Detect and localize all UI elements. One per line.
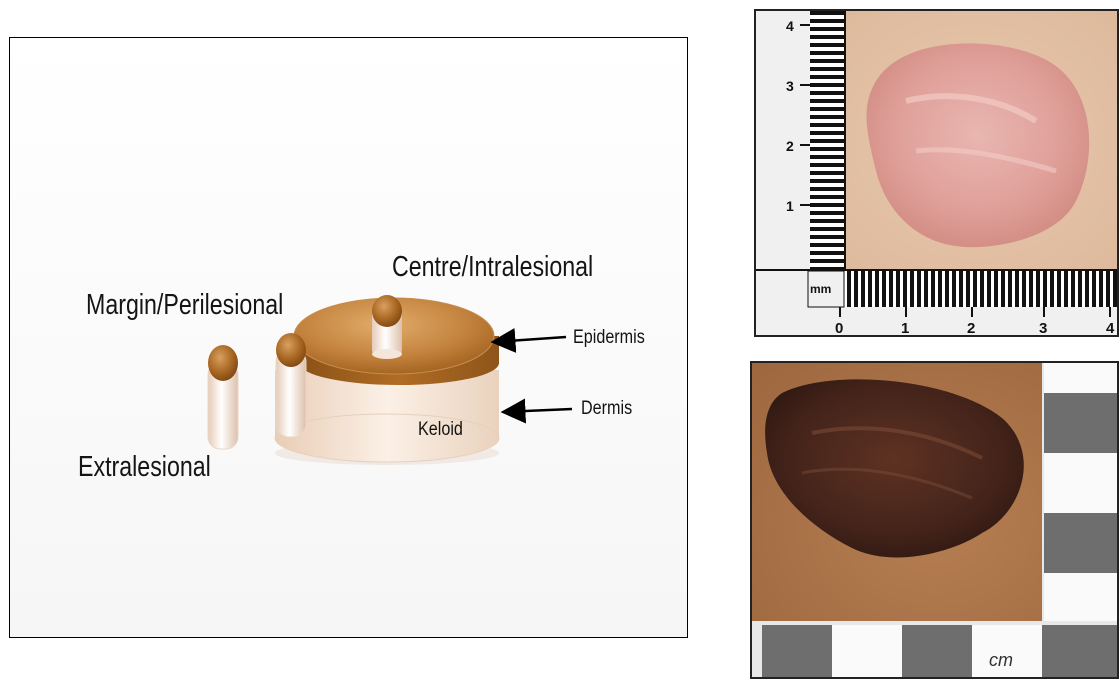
epidermis-arrow: [493, 337, 566, 342]
h-tick-4: 4: [1106, 320, 1115, 337]
keloid-photo-bottom: cm: [750, 361, 1119, 679]
horizontal-ruler: mm 0 1 2 3 4: [756, 269, 1119, 337]
ruler-unit-mm: mm: [810, 282, 831, 296]
v-tick-1: 1: [786, 198, 794, 214]
centre-label: Centre/Intralesional: [392, 251, 593, 284]
v-tick-4: 4: [786, 18, 794, 34]
h-tick-3: 3: [1039, 320, 1047, 337]
margin-biopsy-core: [276, 333, 306, 437]
h-tick-0: 0: [835, 320, 843, 337]
extralesional-label: Extralesional: [78, 451, 211, 484]
epidermis-label: Epidermis: [573, 327, 645, 349]
h-tick-2: 2: [967, 320, 975, 337]
h-tick-1: 1: [901, 320, 909, 337]
extralesional-biopsy-core: [208, 345, 238, 449]
ruler-unit-cm: cm: [989, 650, 1013, 670]
centre-biopsy-core: [372, 295, 402, 359]
keloid-photo-top-graphic: 4 3 2 1 mm 0 1 2 3 4: [756, 11, 1119, 337]
keloid-lesion-pink: [867, 43, 1090, 247]
vertical-ruler: 4 3 2 1: [756, 11, 846, 271]
v-tick-3: 3: [786, 78, 794, 94]
v-tick-2: 2: [786, 138, 794, 154]
dermis-label: Dermis: [581, 398, 632, 420]
keloid-photo-top: 4 3 2 1 mm 0 1 2 3 4: [754, 9, 1119, 337]
dermis-arrow: [503, 409, 572, 412]
margin-label: Margin/Perilesional: [86, 289, 283, 322]
keloid-photo-bottom-graphic: cm: [752, 363, 1119, 679]
cm-ruler-horizontal: cm: [752, 621, 1119, 679]
keloid-label: Keloid: [418, 419, 463, 441]
keloid-biopsy-diagram: Centre/Intralesional Margin/Perilesional…: [9, 37, 688, 638]
